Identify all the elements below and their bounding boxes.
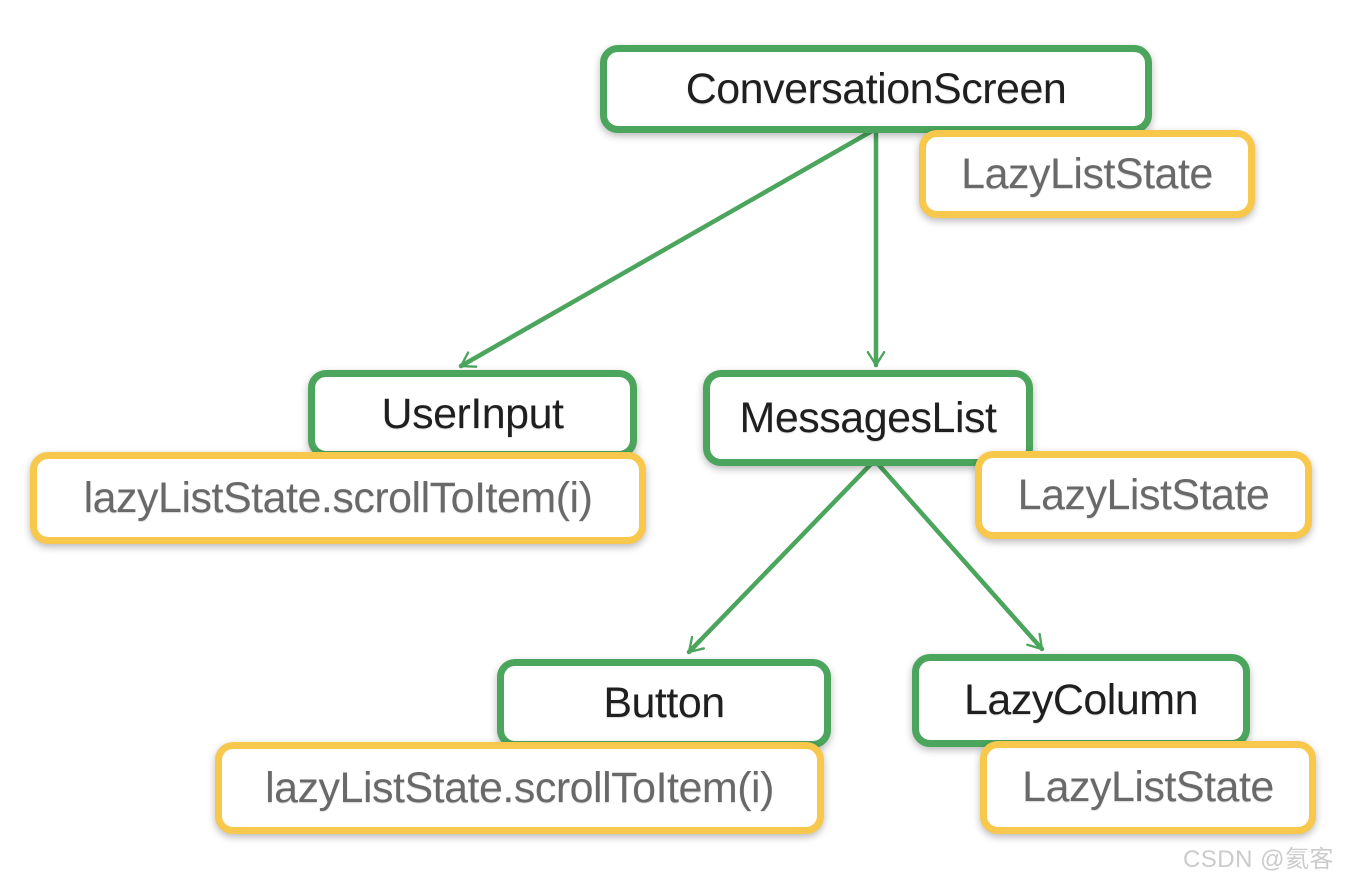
node-lazyliststate-lazycolumn: LazyListState	[980, 741, 1316, 834]
node-lazycolumn: LazyColumn	[912, 654, 1250, 747]
node-messageslist: MessagesList	[703, 370, 1033, 466]
node-lazyliststate-label: LazyListState	[1017, 470, 1270, 519]
node-conversationscreen: ConversationScreen	[600, 45, 1152, 133]
node-messageslist-label: MessagesList	[739, 393, 997, 442]
node-userinput-label: UserInput	[381, 389, 564, 438]
node-scrolltoitem-button: lazyListState.scrollToItem(i)	[215, 742, 824, 834]
node-userinput: UserInput	[308, 370, 637, 458]
edge-conversationscreen-to-userinput	[458, 128, 875, 369]
node-lazyliststate-label: LazyListState	[1022, 763, 1274, 811]
node-lazyliststate-conversationscreen: LazyListState	[919, 130, 1255, 218]
node-scrolltoitem-userinput: lazyListState.scrollToItem(i)	[30, 452, 646, 544]
node-lazyliststate-messageslist: LazyListState	[975, 451, 1312, 539]
node-conversationscreen-label: ConversationScreen	[685, 64, 1067, 113]
node-button: Button	[497, 659, 831, 748]
edge-messageslist-to-lazycolumn	[875, 461, 1045, 652]
node-button-label: Button	[603, 679, 725, 727]
node-scrolltoitem-label: lazyListState.scrollToItem(i)	[265, 763, 774, 812]
node-lazycolumn-label: LazyColumn	[964, 676, 1199, 724]
csdn-watermark: CSDN @氦客	[1182, 846, 1334, 873]
edge-messageslist-to-button	[686, 461, 874, 655]
node-lazyliststate-label: LazyListState	[961, 149, 1213, 198]
node-scrolltoitem-label: lazyListState.scrollToItem(i)	[83, 473, 593, 522]
